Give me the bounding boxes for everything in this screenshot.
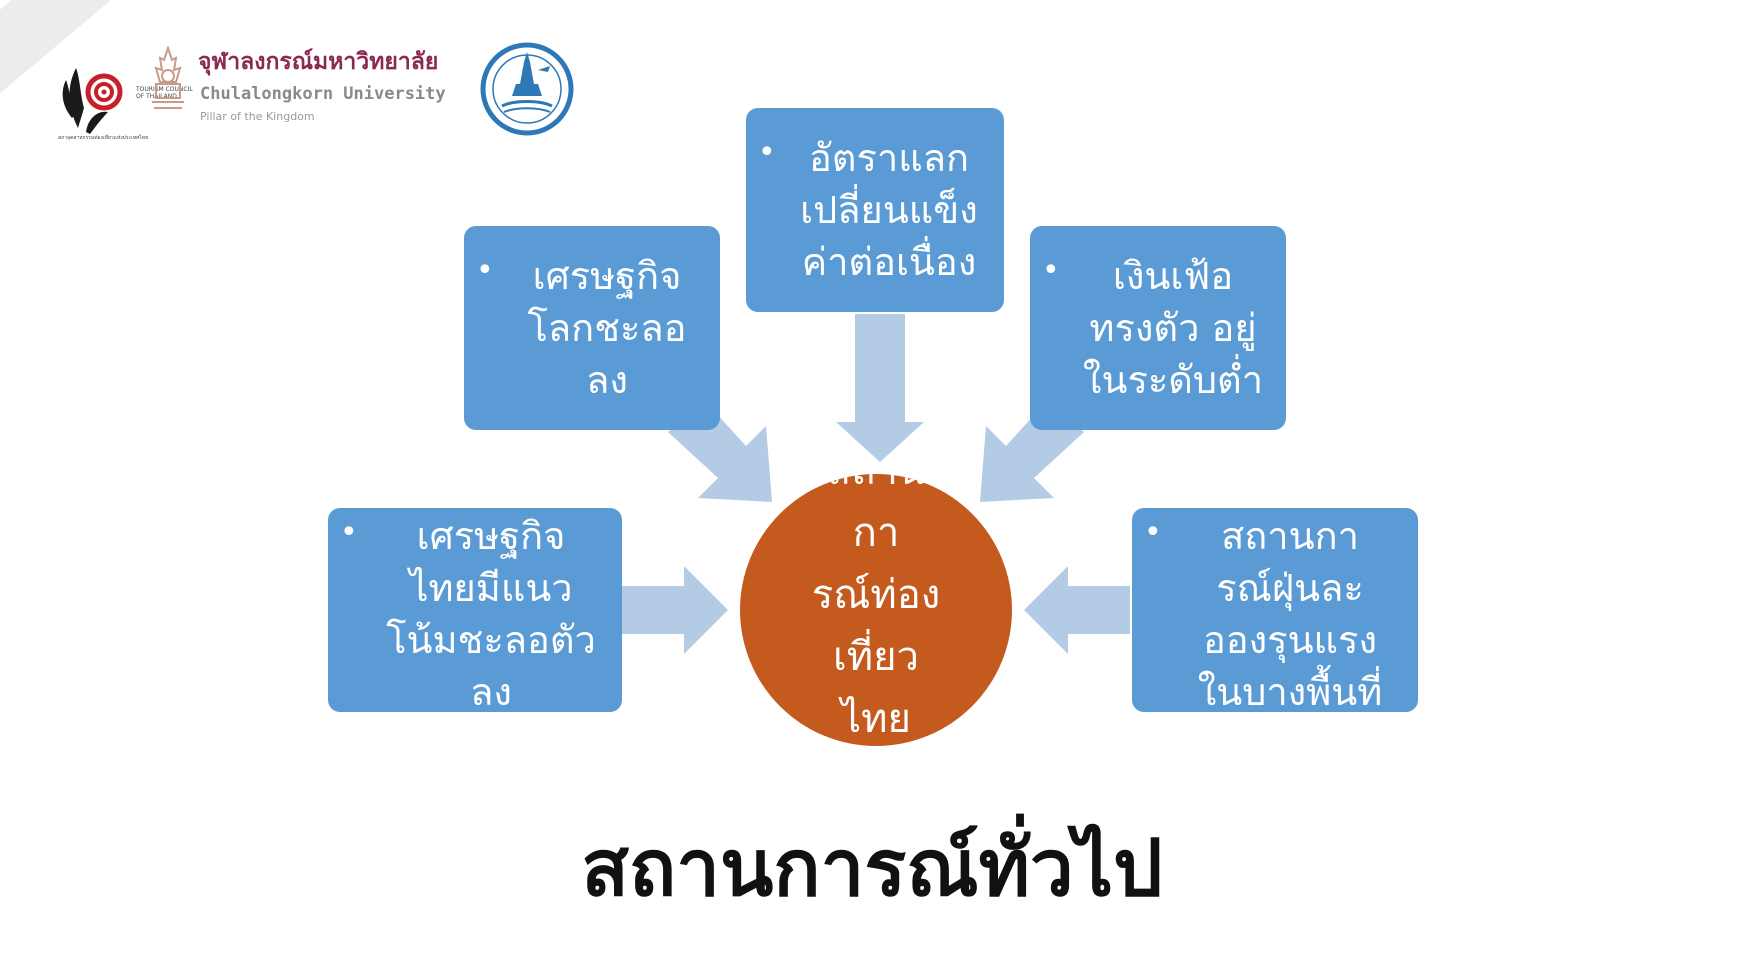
slide-title: สถานการณ์ทั่วไป [581, 824, 1163, 914]
chulalongkorn-emblem [152, 46, 184, 109]
center-topic-text: สถาน กา รณ์ท่อง เที่ยว ไทย [811, 474, 941, 742]
factor-box-global-economy: • เศรษฐกิจ โลกชะลอ ลง [464, 226, 720, 430]
arrow-lower-right-icon [1024, 566, 1130, 654]
bullet-icon: • [758, 135, 776, 170]
chulalongkorn-motto: Pillar of the Kingdom [200, 110, 315, 123]
arrow-top-icon [836, 314, 924, 462]
arrow-lower-left-icon [622, 566, 728, 654]
tourism-authority-logo [480, 42, 574, 136]
factor-box-thai-economy: • เศรษฐกิจ ไทยมีแนว โน้มชะลอตัว ลง [328, 508, 622, 712]
tourism-council-logo [62, 68, 123, 134]
factor-text-thai-economy: เศรษฐกิจ ไทยมีแนว โน้มชะลอตัว ลง [386, 514, 596, 712]
factor-box-exchange-rate: • อัตราแลก เปลี่ยนแข็ง ค่าต่อเนื่อง [746, 108, 1004, 312]
chulalongkorn-english-name: Chulalongkorn University [200, 84, 446, 104]
bullet-icon: • [1042, 253, 1060, 288]
bullet-icon: • [340, 515, 358, 550]
chulalongkorn-thai-name: จุฬาลงกรณ์มหาวิทยาลัย [198, 49, 439, 75]
bullet-icon: • [476, 253, 494, 288]
factor-text-inflation: เงินเฟ้อ ทรงตัว อยู่ ในระดับต่ำ [1082, 254, 1264, 402]
factor-box-inflation: • เงินเฟ้อ ทรงตัว อยู่ ในระดับต่ำ [1030, 226, 1286, 430]
factor-text-exchange-rate: อัตราแลก เปลี่ยนแข็ง ค่าต่อเนื่อง [800, 136, 978, 284]
center-topic-circle: สถาน กา รณ์ท่อง เที่ยว ไทย [740, 474, 1012, 746]
tourism-council-footer: สภาอุตสาหกรรมท่องเที่ยวแห่งประเทศไทย [58, 135, 149, 141]
factor-text-global-economy: เศรษฐกิจ โลกชะลอ ลง [527, 254, 687, 402]
factor-box-dust-pollution: • สถานกา รณ์ฝุ่นละ อองรุนแรง ในบางพื้นที… [1132, 508, 1418, 712]
factor-text-dust-pollution: สถานกา รณ์ฝุ่นละ อองรุนแรง ในบางพื้นที่ [1197, 514, 1383, 712]
bullet-icon: • [1144, 515, 1162, 550]
